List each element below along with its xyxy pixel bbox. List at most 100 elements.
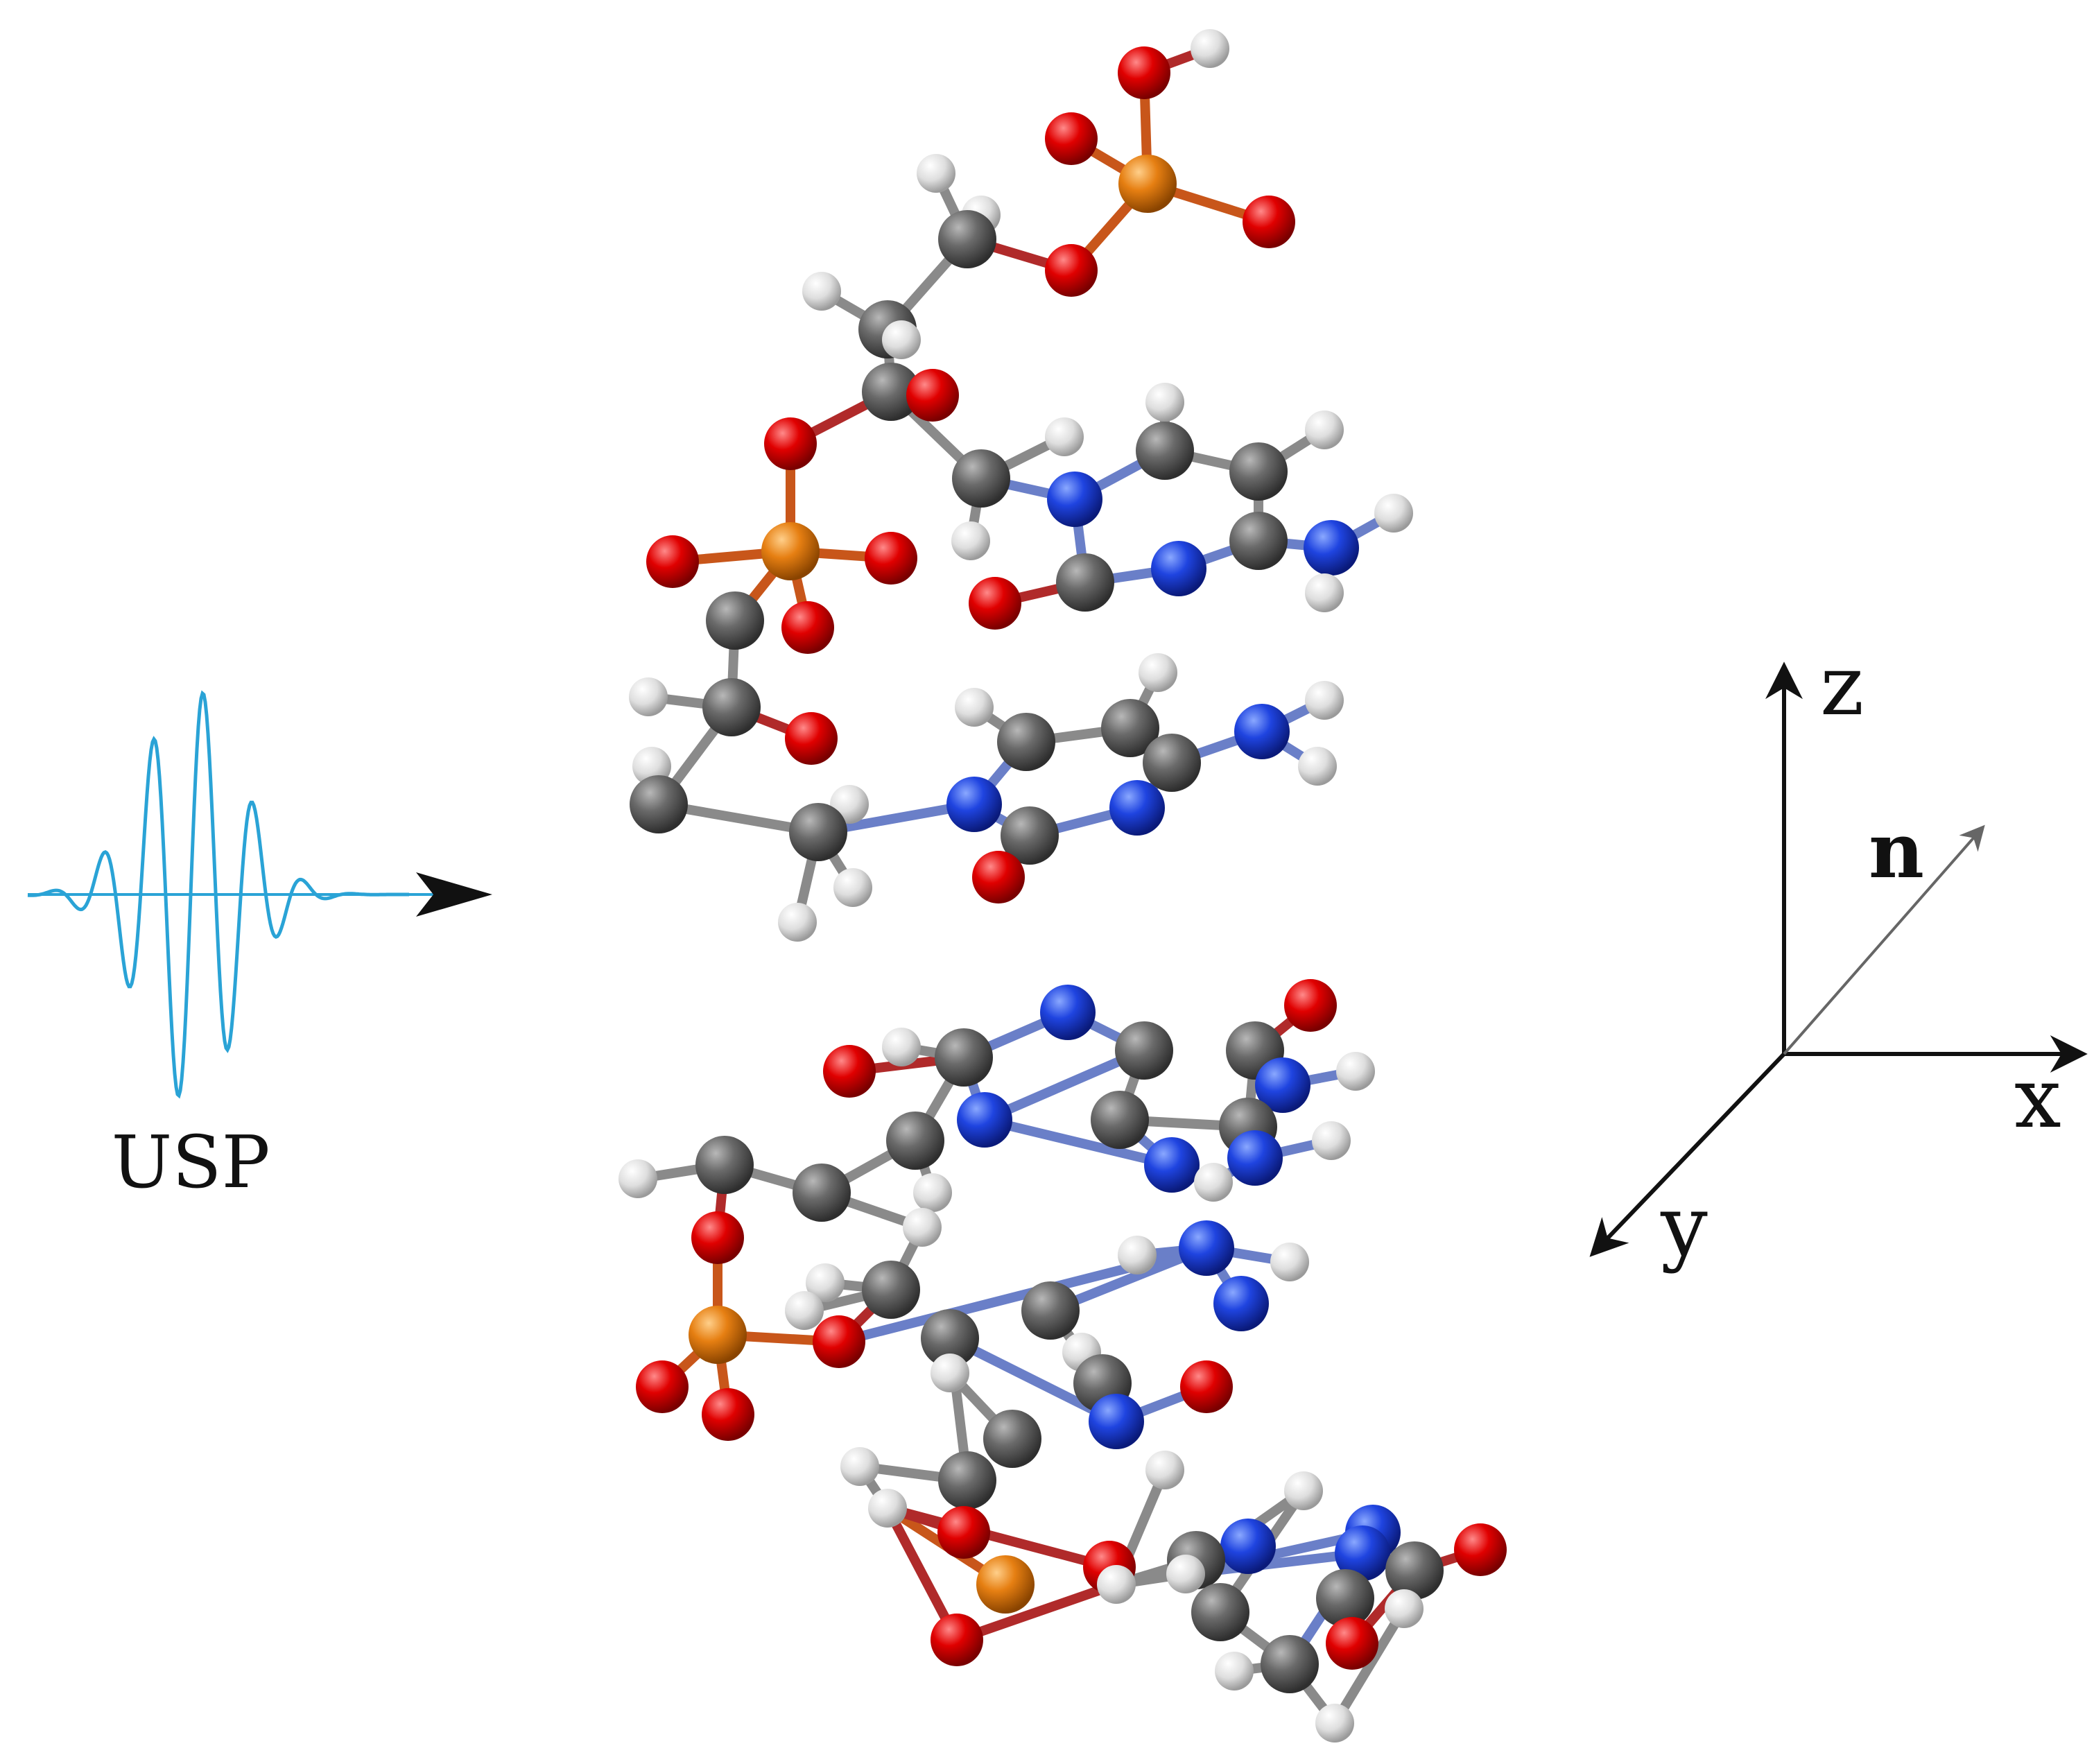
hydrogen-atom (1336, 1052, 1375, 1091)
oxygen-atom (785, 712, 838, 765)
hydrogen-atom (882, 1028, 921, 1066)
x-axis-label: x (2014, 1050, 2061, 1147)
phosphorus-atom (976, 1555, 1035, 1614)
nitrogen-atom (1179, 1220, 1234, 1276)
carbon-atom (938, 1451, 996, 1510)
oxygen-atom (1454, 1523, 1507, 1576)
oxygen-atom (1243, 196, 1295, 248)
oxygen-atom (1284, 979, 1337, 1032)
carbon-atom (1229, 442, 1288, 501)
oxygen-atom (646, 535, 699, 588)
oxygen-atom (937, 1506, 990, 1559)
hydrogen-atom (1118, 1236, 1157, 1274)
n-vector (1783, 824, 1985, 1055)
carbon-atom (1021, 1281, 1080, 1340)
hydrogen-atom (778, 903, 817, 942)
hydrogen-atom (785, 1291, 824, 1330)
hydrogen-atom (1305, 681, 1344, 720)
oxygen-atom (702, 1388, 754, 1441)
hydrogen-atom (1374, 494, 1413, 533)
hydrogen-atom (903, 1208, 942, 1247)
oxygen-atom (764, 417, 817, 470)
nitrogen-atom (946, 777, 1002, 832)
carbon-atom (1136, 422, 1194, 480)
n-vector-label: n (1869, 806, 1924, 895)
nitrogen-atom (1213, 1276, 1269, 1331)
hydrogen-atom (1385, 1589, 1424, 1628)
hydrogen-atom (840, 1447, 879, 1486)
nitrogen-atom (957, 1092, 1012, 1148)
carbon-atom (1115, 1021, 1173, 1080)
hydrogen-atom (1145, 1451, 1184, 1489)
nitrogen-atom (1227, 1130, 1283, 1186)
nitrogen-atom (1040, 985, 1096, 1040)
carbon-atom (952, 449, 1010, 508)
carbon-atom (921, 1309, 979, 1367)
hydrogen-atom (1045, 417, 1084, 456)
hydrogen-atom (917, 154, 955, 193)
carbon-atom (1101, 699, 1159, 757)
molecule-atoms (618, 29, 1507, 1743)
carbon-atom (1385, 1541, 1444, 1600)
nitrogen-atom (1047, 472, 1102, 527)
carbon-atom (862, 1261, 920, 1319)
hydrogen-atom (1312, 1121, 1351, 1160)
hydrogen-atom (1191, 29, 1229, 68)
pulse-arrowhead (416, 872, 492, 917)
hydrogen-atom (802, 272, 841, 311)
oxygen-atom (906, 369, 959, 422)
bond (980, 1115, 1177, 1170)
oxygen-atom (781, 601, 834, 654)
oxygen-atom (1180, 1360, 1233, 1413)
hydrogen-atom (629, 677, 668, 716)
y-axis-label: y (1660, 1179, 1708, 1275)
carbon-atom (1229, 512, 1288, 570)
hydrogen-atom (1097, 1565, 1136, 1604)
carbon-atom (886, 1112, 944, 1170)
hydrogen-atom (1166, 1555, 1205, 1593)
hydrogen-atom (931, 1354, 969, 1392)
nitrogen-atom (1220, 1519, 1276, 1574)
ultrashort-pulse: USP (27, 690, 492, 1204)
carbon-atom (1001, 806, 1059, 865)
nitrogen-atom (1255, 1057, 1310, 1113)
nitrogen-atom (1109, 780, 1165, 836)
nitrogen-atom (1335, 1525, 1390, 1581)
hydrogen-atom (951, 521, 990, 560)
hydrogen-atom (955, 688, 994, 727)
carbon-atom (1143, 734, 1201, 792)
hydrogen-atom (1284, 1471, 1323, 1510)
nitrogen-atom (1304, 520, 1359, 576)
dna-molecule-model (618, 29, 1507, 1743)
bond (1330, 1604, 1409, 1728)
hydrogen-atom (913, 1173, 952, 1212)
carbon-atom (1056, 553, 1114, 612)
hydrogen-atom (833, 868, 872, 907)
carbon-atom (935, 1028, 993, 1087)
oxygen-atom (969, 577, 1021, 630)
carbon-atom (706, 591, 764, 650)
hydrogen-atom (1305, 573, 1344, 612)
nitrogen-atom (1144, 1137, 1200, 1193)
hydrogen-atom (1139, 653, 1177, 692)
oxygen-atom (1045, 244, 1098, 297)
oxygen-atom (1118, 46, 1170, 99)
hydrogen-atom (1315, 1704, 1354, 1743)
hydrogen-atom (1305, 410, 1344, 449)
hydrogen-atom (882, 320, 921, 359)
hydrogen-atom (618, 1159, 657, 1198)
hydrogen-atom (1215, 1652, 1254, 1690)
carbon-atom (695, 1136, 754, 1194)
z-axis-label: z (1820, 638, 1864, 734)
carbon-atom (1316, 1569, 1374, 1627)
carbon-atom (1091, 1091, 1149, 1149)
hydrogen-atom (1270, 1243, 1309, 1281)
carbon-atom (997, 713, 1055, 771)
carbon-atom (862, 363, 920, 421)
bond (883, 1503, 1114, 1572)
carbon-atom (1191, 1583, 1249, 1641)
phosphorus-atom (761, 522, 820, 580)
hydrogen-atom (1145, 383, 1184, 422)
carbon-atom (1261, 1635, 1319, 1693)
